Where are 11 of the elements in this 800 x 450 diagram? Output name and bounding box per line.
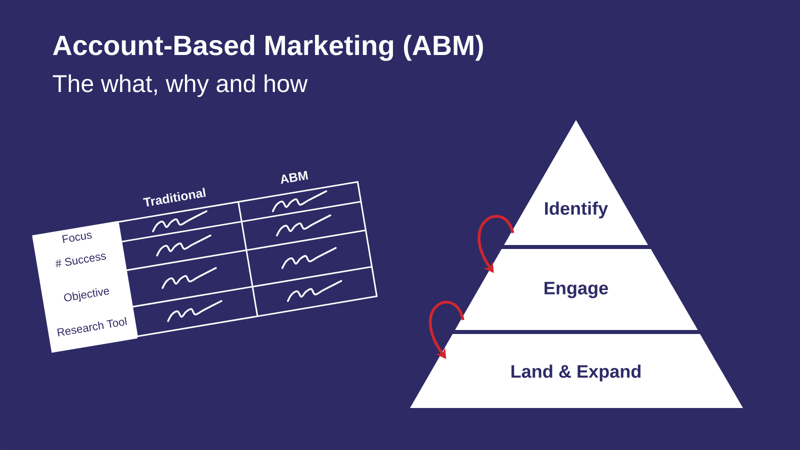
subtitle: The what, why and how: [52, 74, 308, 98]
pyramid-tier: Land & Expand: [410, 334, 743, 408]
title: Account-Based Marketing (ABM): [52, 34, 483, 61]
column-header: ABM: [281, 170, 308, 184]
row-label: # Success: [56, 254, 106, 268]
row-label: Objective: [64, 288, 110, 302]
row-label: Research Tool: [57, 316, 127, 336]
row-label: Focus: [62, 232, 92, 244]
pyramid-tier: Engage: [455, 249, 698, 330]
column-header: Traditional: [143, 188, 206, 206]
pyramid-tier: Identify: [504, 120, 648, 245]
